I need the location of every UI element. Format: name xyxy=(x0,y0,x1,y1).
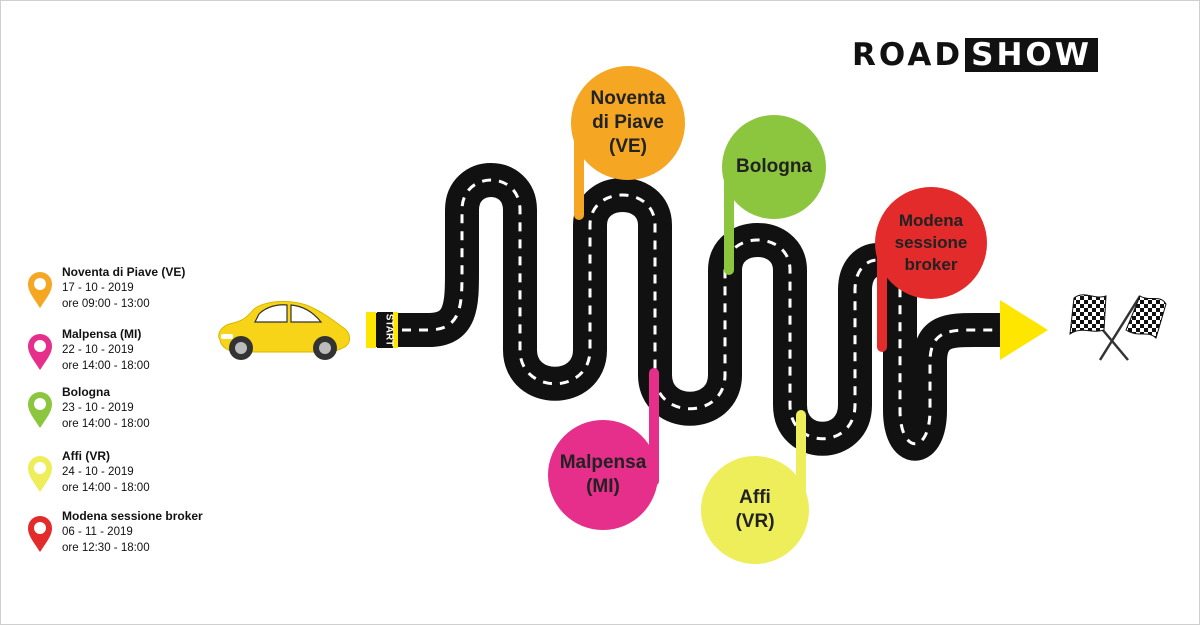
legend-time-malpensa: ore 14:00 - 18:00 xyxy=(62,360,150,372)
map-pin-icon xyxy=(28,456,52,492)
legend-time-bologna: ore 14:00 - 18:00 xyxy=(62,418,150,430)
bubble-malpensa-label: Malpensa (MI) xyxy=(559,452,647,497)
bubble-stem-bologna xyxy=(724,160,734,275)
legend-item-affi: Affi (VR) 24 - 10 - 2019 ore 14:00 - 18:… xyxy=(26,448,226,504)
legend-date-malpensa: 22 - 10 - 2019 xyxy=(62,344,134,356)
legend-date-modena: 06 - 11 - 2019 xyxy=(62,526,133,538)
legend-item-bologna: Bologna 23 - 10 - 2019 ore 14:00 - 18:00 xyxy=(26,384,226,440)
legend-item-malpensa: Malpensa (MI) 22 - 10 - 2019 ore 14:00 -… xyxy=(26,326,226,382)
legend-title-noventa: Noventa di Piave (VE) xyxy=(62,265,186,279)
car-icon xyxy=(218,300,351,360)
legend-item-modena: Modena sessione broker 06 - 11 - 2019 or… xyxy=(26,508,226,564)
start-label: START xyxy=(383,314,394,347)
bubble-bologna: Bologna xyxy=(722,115,826,219)
legend-item-noventa: Noventa di Piave (VE) 17 - 10 - 2019 ore… xyxy=(26,264,226,320)
bubble-stem-affi xyxy=(796,410,806,518)
logo-road-text: ROAD xyxy=(852,37,964,73)
bubble-noventa: Noventa di Piave (VE) xyxy=(571,66,685,180)
bubble-affi: Affi (VR) xyxy=(701,456,809,564)
map-pin-icon xyxy=(28,334,52,370)
legend-time-affi: ore 14:00 - 18:00 xyxy=(62,482,150,494)
bubble-noventa-label: Noventa di Piave (VE) xyxy=(590,88,666,157)
bubble-modena: Modena sessione broker xyxy=(875,187,987,299)
legend-time-modena: ore 12:30 - 18:00 xyxy=(62,542,150,554)
bubble-stem-malpensa xyxy=(649,368,659,486)
bubble-stem-noventa xyxy=(574,128,584,220)
legend-date-bologna: 23 - 10 - 2019 xyxy=(62,402,134,414)
road-center-line xyxy=(385,178,1000,445)
logo-show-text: SHOW xyxy=(965,38,1098,72)
checkered-flags-icon xyxy=(1069,294,1167,361)
legend-time-noventa: ore 09:00 - 13:00 xyxy=(62,298,150,310)
legend-title-malpensa: Malpensa (MI) xyxy=(62,327,142,341)
bubble-modena-label: Modena sessione broker xyxy=(894,211,968,274)
bubble-stem-modena xyxy=(877,240,887,352)
map-pin-icon xyxy=(28,516,52,552)
finish-arrow-icon xyxy=(1000,300,1048,360)
legend-title-affi: Affi (VR) xyxy=(62,449,110,463)
legend-title-modena: Modena sessione broker xyxy=(62,509,203,523)
bubble-bologna-label: Bologna xyxy=(736,156,812,177)
map-pin-icon xyxy=(28,272,52,308)
legend-date-affi: 24 - 10 - 2019 xyxy=(62,466,134,478)
bubble-malpensa: Malpensa (MI) xyxy=(548,420,658,530)
map-pin-icon xyxy=(28,392,52,428)
legend-date-noventa: 17 - 10 - 2019 xyxy=(62,282,134,294)
bubble-affi-label: Affi (VR) xyxy=(735,487,775,532)
legend-title-bologna: Bologna xyxy=(62,385,110,399)
start-strip: START xyxy=(366,312,398,348)
